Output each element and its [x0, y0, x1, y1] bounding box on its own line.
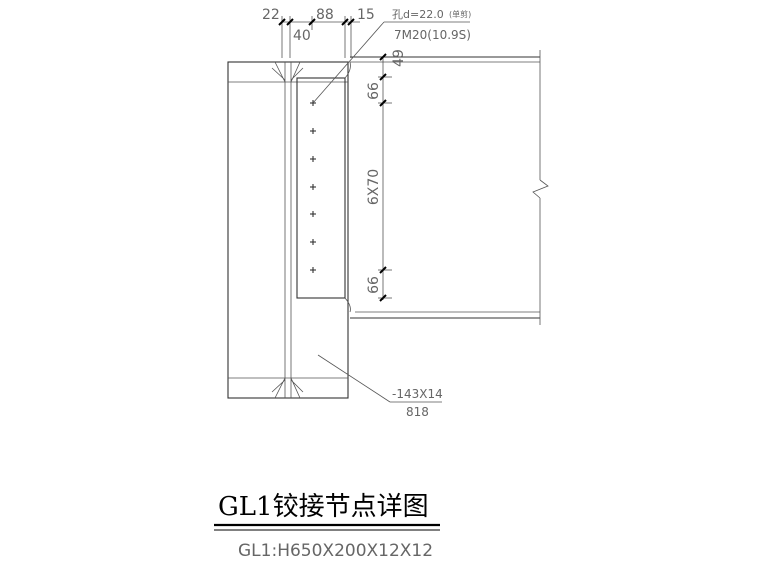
dim-88: 88 [316, 7, 334, 23]
shear-plate [296, 61, 351, 313]
title-block: GL1铰接节点详图 GL1:H650X200X12X12 [214, 492, 440, 561]
plate-note: -143X14 818 [317, 354, 443, 419]
bolt-shear-note: (单剪) [449, 9, 471, 19]
top-dimension-chain: 22 88 15 40 [262, 7, 375, 58]
bolt-hole-note: 孔d=22.0 [392, 8, 444, 21]
drawing-subtitle: GL1:H650X200X12X12 [238, 541, 433, 561]
plate-length: 818 [406, 405, 429, 419]
dim-22: 22 [262, 7, 280, 23]
bolt [310, 267, 316, 273]
dim-49: 49 [391, 49, 407, 67]
dim-40: 40 [293, 28, 311, 44]
dim-6x70: 6X70 [366, 169, 382, 205]
column-section [227, 61, 349, 399]
bolt-note: 孔d=22.0 (单剪) 7M20(10.9S) [312, 8, 471, 104]
right-dimension-chain: 49 66 6X70 66 [366, 49, 407, 302]
bolt [310, 128, 316, 134]
plate-spec: -143X14 [392, 387, 443, 401]
dim-15: 15 [357, 7, 375, 23]
bolt [310, 239, 316, 245]
drawing-title: GL1铰接节点详图 [218, 492, 429, 522]
dim-66-bottom: 66 [366, 276, 382, 294]
bolt [310, 211, 316, 217]
bolt-spec-note: 7M20(10.9S) [394, 28, 471, 42]
bolt [310, 156, 316, 162]
bolt-column [310, 100, 316, 273]
dim-66-top: 66 [366, 82, 382, 100]
bolt [310, 184, 316, 190]
